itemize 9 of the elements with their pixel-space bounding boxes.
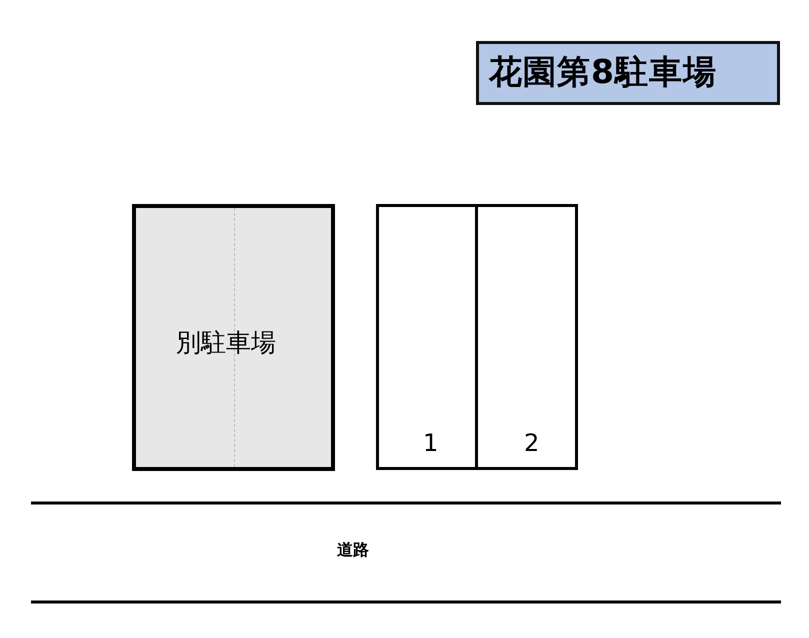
title-box <box>476 41 780 105</box>
road-label: 道路 <box>337 540 369 561</box>
parking-area <box>132 204 335 471</box>
parking-space <box>376 204 478 470</box>
title-text: 花園第8駐車場 <box>489 51 717 93</box>
space-number: 2 <box>524 429 540 457</box>
space-number: 1 <box>423 429 438 457</box>
parking-space <box>476 204 578 470</box>
area-label: 別駐車場 <box>176 327 276 359</box>
